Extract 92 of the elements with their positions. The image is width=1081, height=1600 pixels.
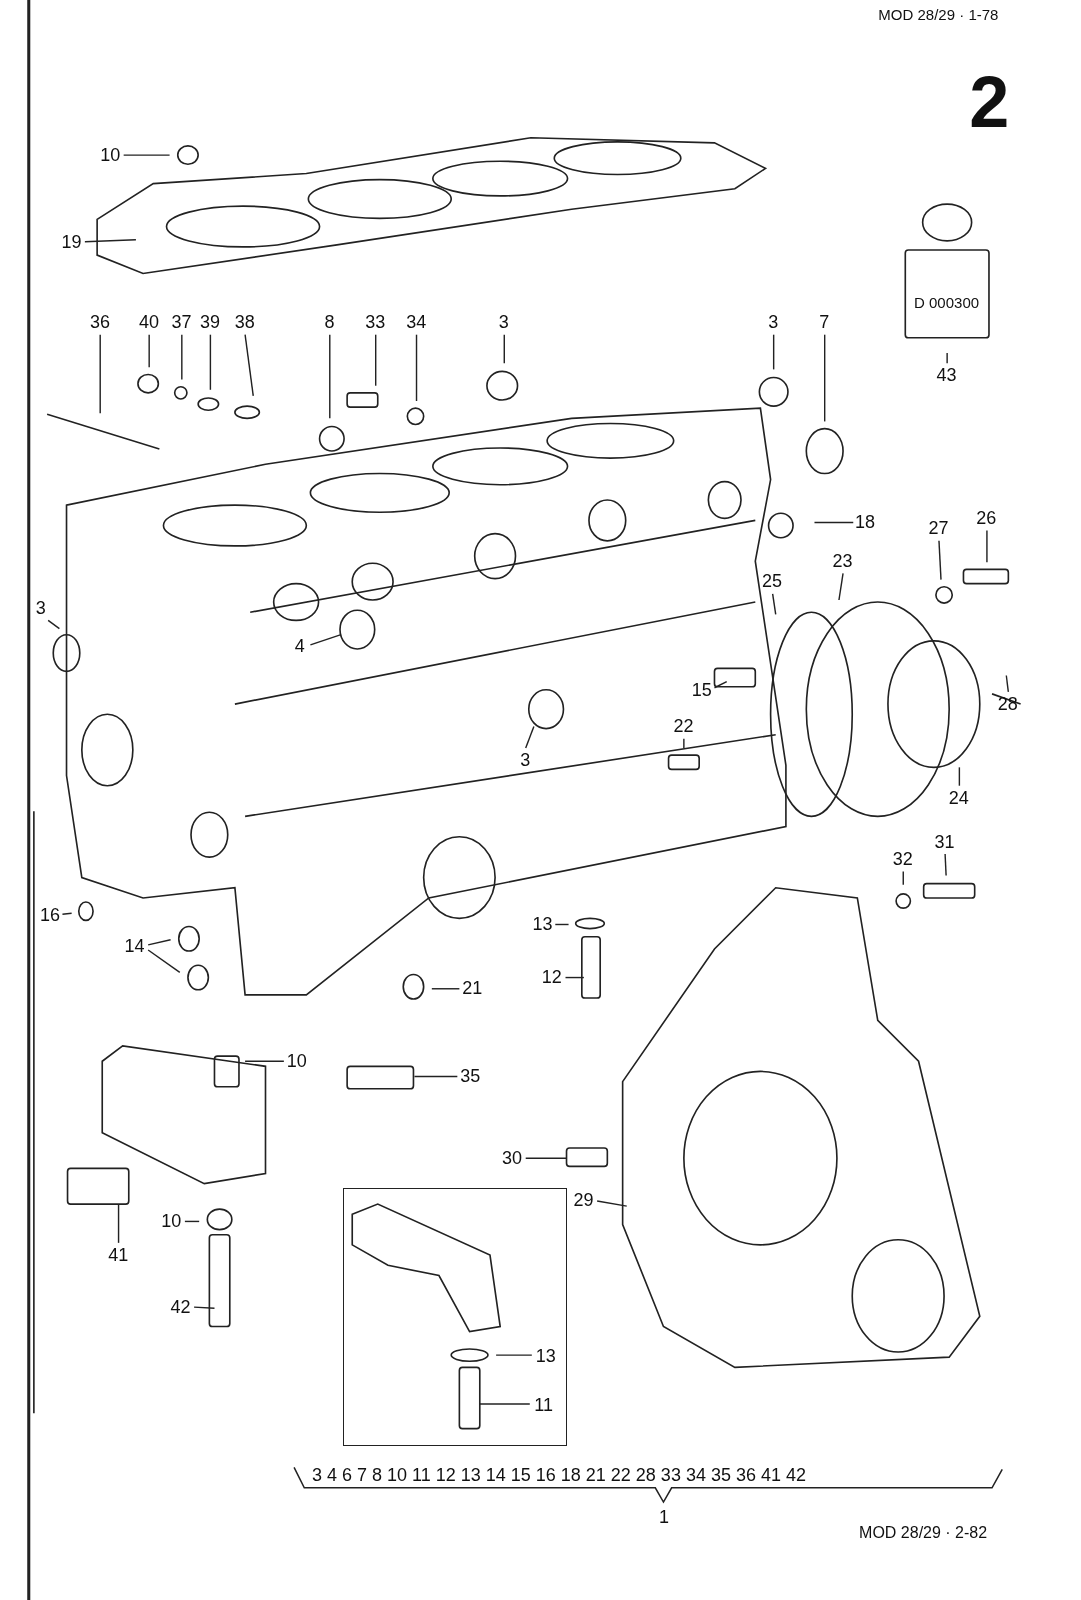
leader-line xyxy=(147,939,172,946)
leader-line xyxy=(99,333,101,414)
callout-number: 22 xyxy=(672,716,695,737)
leader-line xyxy=(1005,674,1010,693)
leader-line xyxy=(148,333,150,369)
callout-number: 38 xyxy=(233,312,256,333)
leader-line xyxy=(117,1203,120,1244)
callout-number: 24 xyxy=(947,787,970,808)
callout-number: 31 xyxy=(933,831,956,852)
page-code-text: MOD 28/29 · 2-82 xyxy=(859,1524,988,1543)
leader-line xyxy=(375,333,377,387)
callout-number: 11 xyxy=(533,1394,554,1415)
leader-line xyxy=(47,619,61,630)
leader-line xyxy=(838,572,844,601)
callout-number: 30 xyxy=(501,1147,524,1168)
leader-line xyxy=(413,1075,459,1078)
leader-line xyxy=(431,988,461,990)
callout-number: 13 xyxy=(531,914,554,935)
leader-line xyxy=(823,333,826,423)
callout-number: 37 xyxy=(170,312,193,333)
leader-line xyxy=(184,1220,200,1223)
callout-number: 10 xyxy=(99,145,122,166)
callout-number: 42 xyxy=(169,1296,192,1317)
callout-number: 25 xyxy=(761,571,784,592)
leader-line xyxy=(503,333,505,364)
callout-number: 36 xyxy=(88,312,111,333)
leader-line xyxy=(84,239,137,243)
leader-line xyxy=(415,333,418,402)
callout-number: 41 xyxy=(107,1244,130,1265)
callout-number: 28 xyxy=(996,693,1019,714)
leader-line xyxy=(525,1157,568,1159)
page-code-text: MOD 28/29 · 1-78 xyxy=(878,5,999,23)
leader-line xyxy=(564,976,585,979)
leader-line xyxy=(147,949,181,974)
callout-number: 10 xyxy=(160,1210,183,1231)
callout-number: 16 xyxy=(38,904,61,925)
callout-number: 18 xyxy=(853,512,876,533)
leader-line xyxy=(938,540,942,581)
callout-number: 29 xyxy=(572,1189,595,1210)
leader-line xyxy=(122,154,171,156)
callout-number: 13 xyxy=(534,1345,557,1366)
callout-number: 3 xyxy=(767,312,780,333)
leader-line xyxy=(554,923,570,926)
leader-line xyxy=(479,1403,531,1405)
leader-line xyxy=(193,1306,216,1309)
leader-line xyxy=(309,633,342,646)
callout-number: 33 xyxy=(364,312,387,333)
leader-line xyxy=(944,853,947,877)
leader-line xyxy=(813,521,854,524)
leader-line xyxy=(181,333,183,381)
leader-line xyxy=(596,1200,628,1207)
callout-number: 7 xyxy=(818,312,831,333)
callout-number: 26 xyxy=(975,508,998,529)
leader-line xyxy=(772,333,775,371)
leader-line xyxy=(683,738,685,749)
callout-number: 3 xyxy=(519,749,532,770)
part-number-text: D 000300 xyxy=(914,293,980,311)
leader-line xyxy=(209,333,212,391)
callout-number: 15 xyxy=(690,679,713,700)
callout-number: 4 xyxy=(293,635,306,656)
callout-number: 19 xyxy=(60,231,83,252)
callout-number: 3 xyxy=(497,312,510,333)
leader-line xyxy=(902,870,904,886)
callout-number: 39 xyxy=(199,312,222,333)
callout-number: 1 xyxy=(659,1506,669,1528)
leader-line xyxy=(61,912,73,915)
callout-number: 21 xyxy=(461,978,484,999)
leader-line xyxy=(495,1354,533,1356)
leader-line xyxy=(986,529,988,563)
leader-line xyxy=(946,352,948,364)
callout-number: 12 xyxy=(540,967,563,988)
callout-number: 34 xyxy=(405,312,428,333)
callout-number: 23 xyxy=(831,551,854,571)
callout-number: 27 xyxy=(927,518,950,539)
page-number: 2 xyxy=(969,61,1010,143)
leader-line xyxy=(244,333,254,397)
part-number-list: 3 4 6 7 8 10 11 12 13 14 15 16 18 21 22 28 33 34 35 36 41 42 xyxy=(311,1464,806,1486)
leader-line xyxy=(525,725,535,749)
leader-line xyxy=(713,680,728,689)
callout-number: 8 xyxy=(323,312,336,333)
callout-number: 10 xyxy=(285,1050,308,1071)
leader-line xyxy=(771,593,777,615)
callout-number: 3 xyxy=(34,597,47,618)
callout-number: 35 xyxy=(459,1066,482,1087)
leader-line xyxy=(958,766,961,787)
callout-number: 14 xyxy=(123,935,146,956)
leader-line xyxy=(329,333,331,420)
callout-number: 32 xyxy=(891,848,914,869)
inset-frame xyxy=(342,1188,568,1447)
callout-number: 43 xyxy=(935,365,958,386)
callout-number: 40 xyxy=(137,312,160,333)
leader-line xyxy=(244,1060,285,1062)
